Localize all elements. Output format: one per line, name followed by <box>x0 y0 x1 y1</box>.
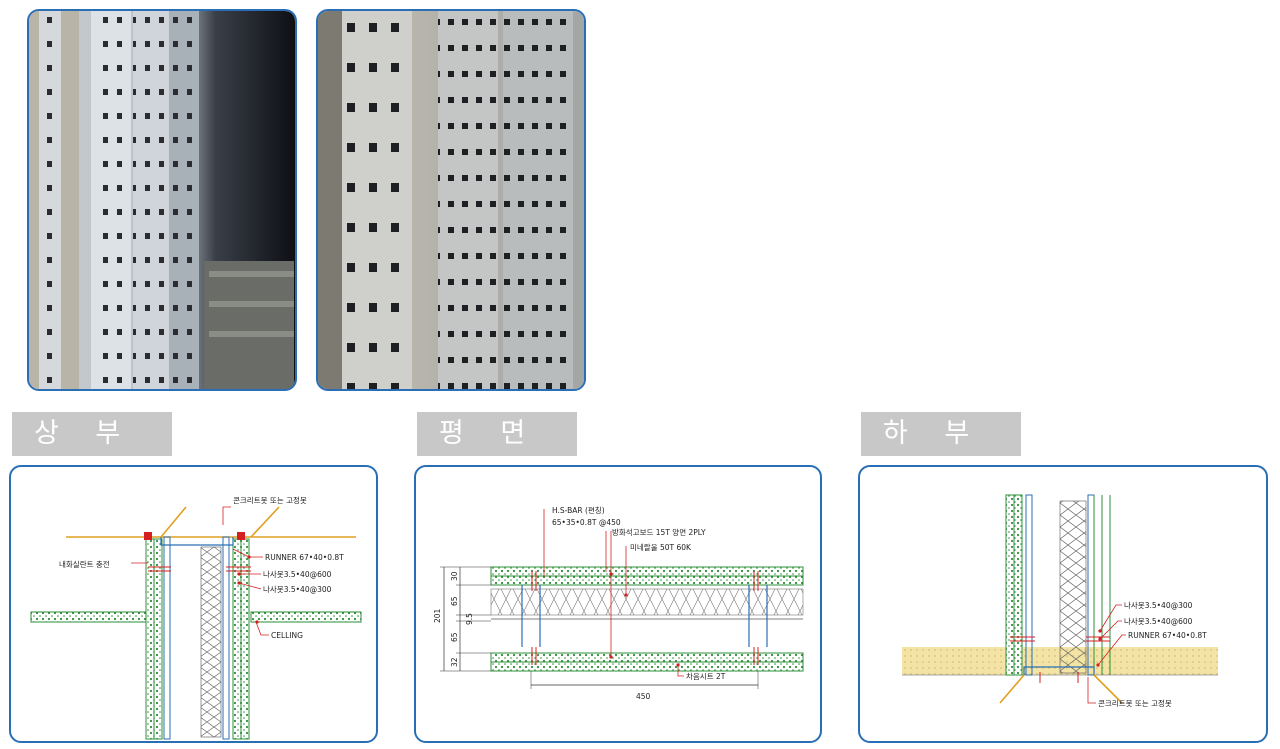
label-screw-600: 나사못3.5•40@600 <box>263 570 332 579</box>
dim-450: 450 <box>636 692 651 701</box>
installation-photo-right <box>316 9 586 391</box>
section-tab-plan: 평 면 <box>417 412 577 456</box>
label-sealant: 내화실란트 충전 <box>59 559 110 569</box>
dim-32: 32 <box>450 657 459 667</box>
label-mineral: 미네랄울 50T 60K <box>630 543 692 552</box>
dim-65b: 65 <box>450 632 459 642</box>
dim-9-5: 9.5 <box>465 613 474 625</box>
top-detail-panel: 콘크리트못 또는 고정못 내화실란트 충전 RUNNER 67•40•0.8T … <box>9 465 378 743</box>
label-hbar-spec: 65•35•0.8T @450 <box>552 518 621 527</box>
installation-photo-left <box>27 9 297 391</box>
plan-detail-panel: H.S-BAR (편칭) 65•35•0.8T @450 방화석고보드 15T … <box>414 465 822 743</box>
label-fastener: 콘크리트못 또는 고정못 <box>233 495 307 505</box>
dim-total: 201 <box>433 608 442 623</box>
label-hbar: H.S-BAR (편칭) <box>552 505 605 515</box>
label-sheet: 차음시트 2T <box>686 672 726 681</box>
dim-65a: 65 <box>450 596 459 606</box>
section-tab-top: 상 부 <box>12 412 172 456</box>
bottom-detail-panel: 나사못3.5•40@300 나사못3.5•40@600 RUNNER 67•40… <box>858 465 1268 743</box>
label-screw-300: 나사못3.5•40@300 <box>263 585 332 594</box>
section-tab-bottom: 하 부 <box>861 412 1021 456</box>
label-board: 방화석고보드 15T 양면 2PLY <box>612 527 706 537</box>
label-screw-600: 나사못3.5•40@600 <box>1124 617 1193 626</box>
label-runner: RUNNER 67•40•0.8T <box>1128 631 1207 640</box>
label-ceiling: CELLING <box>271 631 303 640</box>
label-fastener: 콘크리트못 또는 고정못 <box>1098 698 1172 708</box>
dim-30: 30 <box>450 571 459 581</box>
label-runner: RUNNER 67•40•0.8T <box>265 553 344 562</box>
label-screw-300: 나사못3.5•40@300 <box>1124 601 1193 610</box>
